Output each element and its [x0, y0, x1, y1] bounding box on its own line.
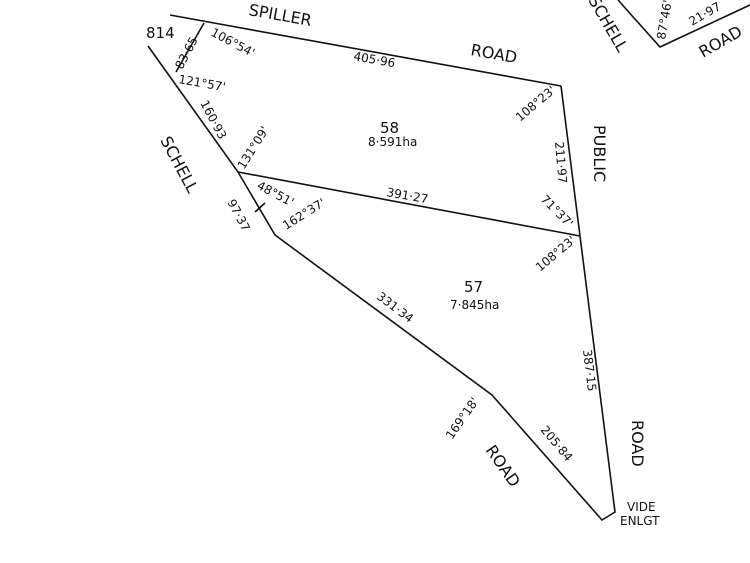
dimension-387-15: 387·15	[580, 349, 599, 392]
schell-road-boundary	[147, 45, 616, 522]
angle-48-51: 48°51'	[255, 178, 297, 209]
dimension-160-93: 160·93	[197, 98, 229, 142]
dimension-21-97-top: 21·97	[687, 0, 724, 29]
road-name-spiller-road: ROAD	[469, 40, 518, 67]
lot-58-area: 8·591ha	[368, 135, 417, 149]
dimension-205-84: 205·84	[538, 423, 576, 464]
dimension-331-34: 331·34	[374, 289, 416, 325]
top-right-parcel-boundary	[617, 0, 750, 48]
spiller-road-boundary	[169, 14, 562, 87]
road-name-schell-left: SCHELL	[156, 133, 202, 196]
dimension-83-65: 83·65	[172, 34, 200, 71]
vide-note-line1: VIDE	[627, 500, 656, 514]
lot-57-number: 57	[464, 278, 483, 296]
dimension-211-97: 211·97	[552, 141, 570, 184]
dimension-97-37: 97·37	[224, 197, 252, 234]
road-name-public-road: ROAD	[628, 420, 647, 467]
lot-57-area: 7·845ha	[450, 298, 499, 312]
angle-106-54: 106°54'	[209, 25, 257, 60]
dimension-405-96: 405·96	[352, 49, 396, 70]
angle-87-46: 87°46'	[654, 0, 675, 41]
lot-58-number: 58	[380, 119, 399, 137]
angle-169-18: 169°18'	[443, 395, 482, 442]
angle-71-37: 71°37'	[538, 192, 576, 230]
lot-division-line	[237, 171, 581, 237]
road-name-spiller: SPILLER	[247, 0, 313, 30]
angle-108-23-mid: 108°23'	[533, 233, 578, 274]
angle-121-57: 121°57'	[177, 72, 226, 94]
road-name-public: PUBLIC	[590, 125, 609, 182]
road-name-schell-road: ROAD	[482, 441, 524, 490]
lot-814-boundary	[175, 22, 205, 73]
lot-814-number: 814	[146, 24, 175, 42]
angle-131-09: 131°09'	[235, 124, 272, 172]
angle-108-23-top: 108°23'	[513, 83, 558, 124]
arrow-mark	[254, 202, 266, 213]
vide-note-line2: ENLGT	[620, 514, 660, 528]
